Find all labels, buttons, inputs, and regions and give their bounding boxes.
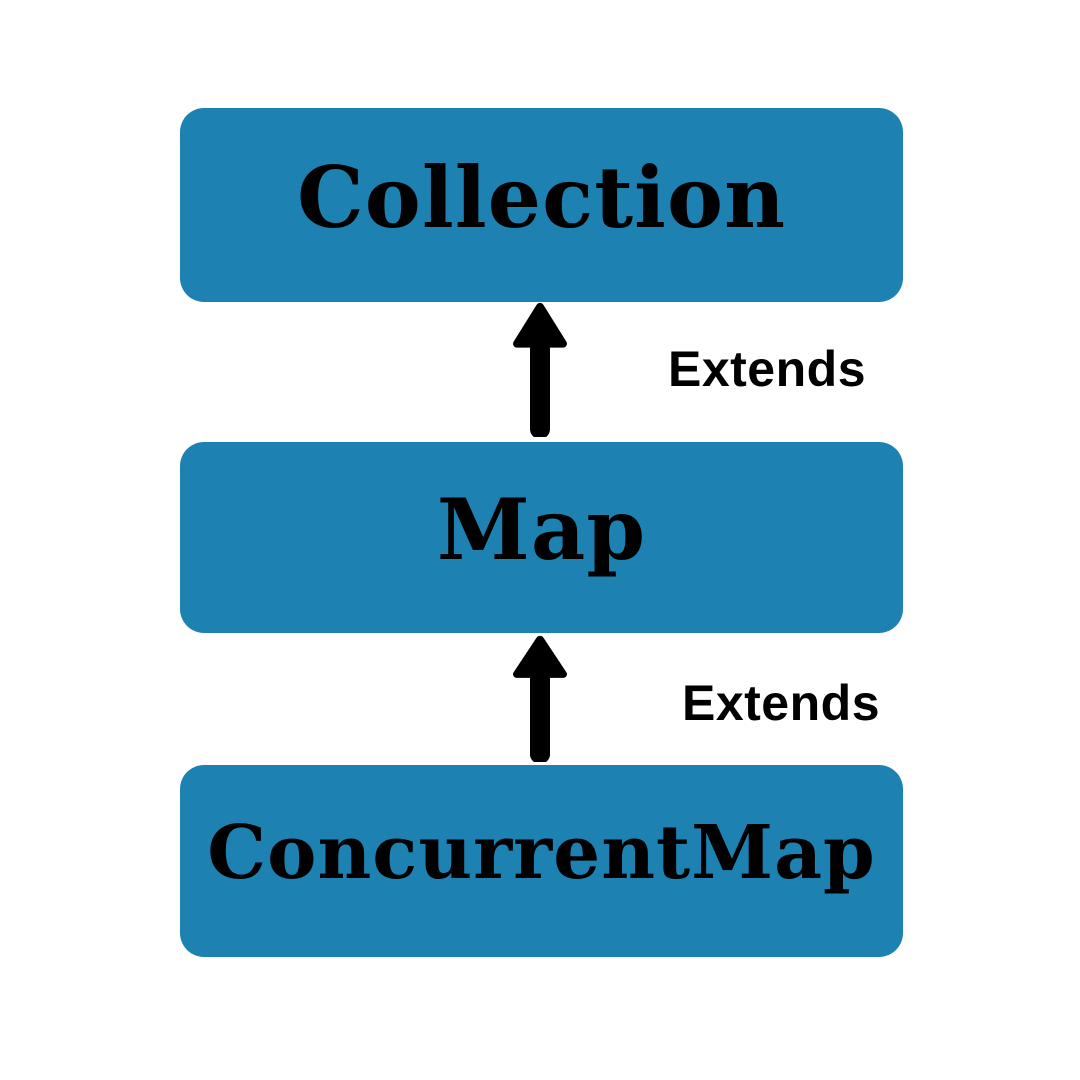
extends-label-bottom: Extends [682, 675, 881, 731]
node-collection-label: Collection [296, 147, 787, 247]
node-map-label: Map [436, 480, 647, 579]
extends-arrow-concurrentmap-to-map [500, 634, 580, 762]
up-arrow-icon [513, 302, 567, 437]
node-concurrentmap-label: ConcurrentMap [207, 810, 876, 896]
up-arrow-icon [513, 635, 567, 762]
node-collection: Collection [180, 108, 903, 302]
node-map: Map [180, 442, 903, 633]
extends-label-top: Extends [668, 341, 867, 397]
node-concurrentmap: ConcurrentMap [180, 765, 903, 957]
extends-arrow-map-to-collection [500, 301, 580, 437]
